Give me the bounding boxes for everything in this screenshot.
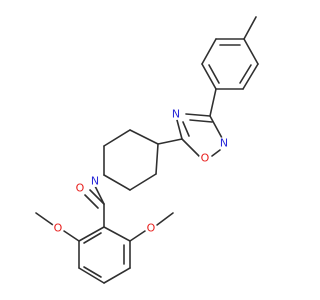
bond (209, 115, 223, 139)
bond (201, 38, 217, 65)
bond (78, 267, 105, 284)
bond (103, 129, 131, 147)
atom-label: N (172, 108, 180, 121)
bond (242, 63, 259, 90)
atom-oxadiazole-o1: O (199, 152, 211, 165)
bond (239, 64, 252, 84)
bond (103, 226, 131, 242)
bond (211, 149, 221, 157)
atom-label: O (76, 182, 85, 195)
bond (157, 138, 183, 145)
atom-oxadiazole-n4: N (170, 108, 182, 121)
bond (35, 212, 54, 226)
bond (208, 64, 220, 84)
atom-methoxy-oxygen-left: O (52, 222, 64, 235)
atom-label-layer: N O O O N N O (52, 108, 230, 235)
bond (89, 189, 105, 205)
bond (83, 266, 102, 278)
molecule-structure: N O O O N N O (35, 16, 259, 284)
bond (189, 119, 213, 123)
atom-methoxy-oxygen-right: O (145, 222, 157, 235)
atom-piperidine-nitrogen: N (89, 175, 101, 188)
bond (201, 63, 217, 90)
atom-label: O (201, 152, 210, 165)
bond (94, 185, 105, 205)
bond (176, 119, 183, 140)
atom-label: O (54, 222, 63, 235)
bond (185, 113, 211, 117)
bond (84, 194, 99, 209)
bond (103, 174, 131, 191)
bond (155, 143, 159, 175)
bond (156, 212, 174, 226)
bond (243, 16, 257, 40)
bond (63, 230, 80, 242)
bond (129, 129, 159, 145)
atom-label: N (91, 175, 99, 188)
bond (182, 121, 190, 137)
bond (209, 88, 217, 117)
atom-label: O (147, 222, 156, 235)
bond (103, 267, 131, 284)
bond (78, 226, 105, 242)
bond (129, 230, 146, 242)
bond (83, 232, 102, 244)
bond (243, 38, 259, 65)
bond (129, 173, 157, 191)
atom-oxadiazole-n2: N (218, 137, 230, 150)
bond-layer (35, 16, 259, 284)
atom-label: N (220, 137, 228, 150)
atom-carbonyl-oxygen: O (74, 182, 86, 195)
bond (181, 138, 201, 158)
